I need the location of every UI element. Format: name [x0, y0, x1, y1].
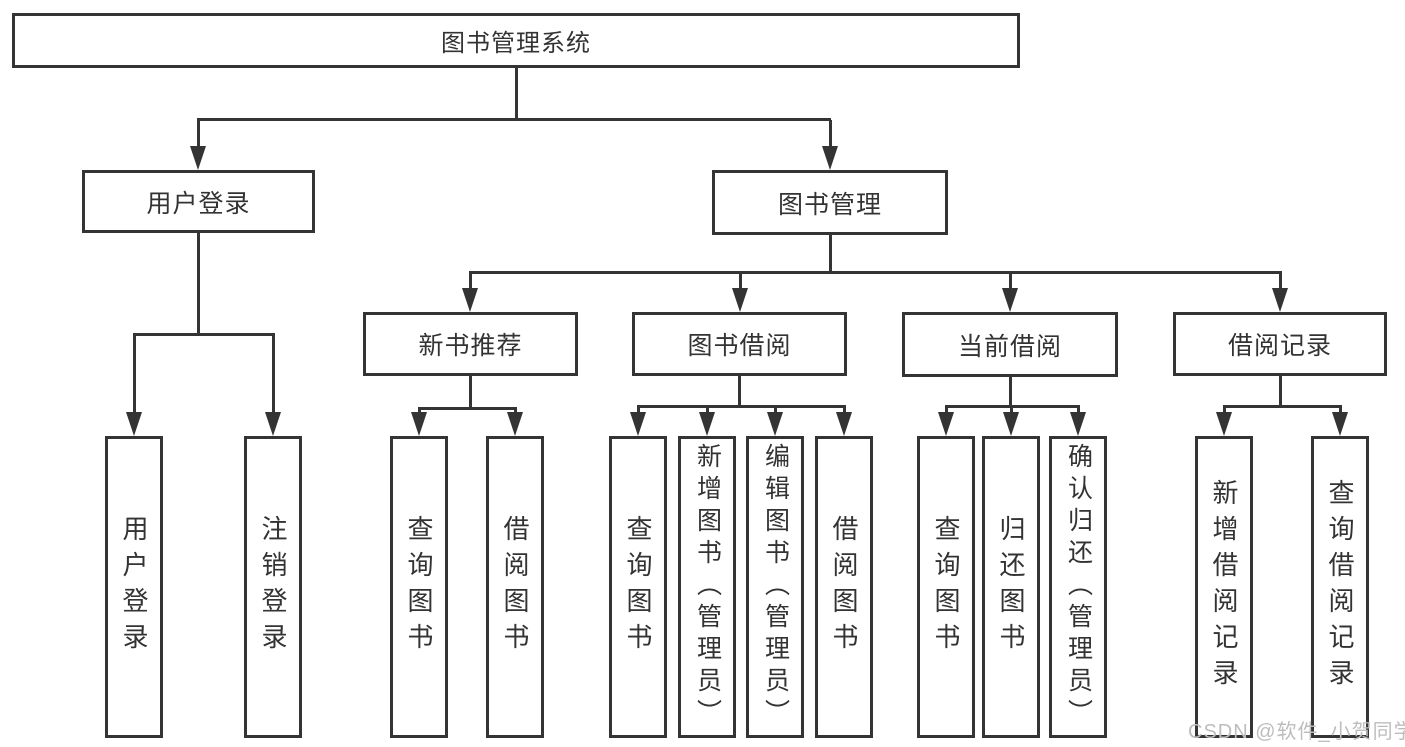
- connector-line: [1279, 376, 1282, 407]
- leaf-borrow-books-recommend: 借阅图书: [486, 436, 544, 738]
- arrowhead-down-icon: [190, 146, 206, 170]
- node-book-borrowing: 图书借阅: [632, 312, 847, 376]
- arrowhead-down-icon: [1003, 412, 1019, 436]
- arrowhead-down-icon: [938, 412, 954, 436]
- leaf-query-borrow-record: 查询借阅记录: [1311, 436, 1369, 738]
- connector-line: [197, 118, 831, 121]
- connector-line: [515, 68, 518, 120]
- arrowhead-down-icon: [732, 288, 748, 312]
- connector-line: [514, 409, 517, 414]
- connector-line: [272, 335, 275, 413]
- leaf-query-books-current: 查询图书: [917, 436, 975, 738]
- leaf-edit-books-admin: 编辑图书（管理员）: [746, 436, 804, 738]
- arrowhead-down-icon: [1070, 412, 1086, 436]
- arrowhead-down-icon: [1002, 288, 1018, 312]
- connector-line: [133, 333, 275, 336]
- node-borrowing-records: 借阅记录: [1173, 312, 1387, 376]
- arrowhead-down-icon: [265, 412, 281, 436]
- connector-line: [1279, 273, 1282, 290]
- connector-line: [469, 376, 472, 409]
- arrowhead-down-icon: [822, 146, 838, 170]
- node-user-login: 用户登录: [82, 170, 315, 233]
- arrowhead-down-icon: [767, 412, 783, 436]
- connector-line: [1339, 407, 1342, 414]
- connector-line: [1223, 407, 1226, 414]
- csdn-watermark: CSDN @软件_小贺同学: [1188, 721, 1405, 743]
- connector-line: [637, 407, 640, 414]
- connector-line: [739, 273, 742, 290]
- connector-line: [738, 376, 741, 407]
- arrowhead-down-icon: [836, 412, 852, 436]
- arrowhead-down-icon: [1332, 412, 1348, 436]
- connector-line: [469, 271, 1282, 274]
- arrowhead-down-icon: [1272, 288, 1288, 312]
- node-new-book-recommendation: 新书推荐: [363, 312, 578, 376]
- connector-line: [1009, 377, 1012, 407]
- connector-line: [418, 409, 421, 414]
- leaf-add-borrow-record: 新增借阅记录: [1195, 436, 1253, 738]
- connector-line: [843, 407, 846, 414]
- connector-line: [637, 405, 846, 408]
- connector-line: [418, 407, 517, 410]
- connector-line: [829, 120, 832, 148]
- arrowhead-down-icon: [630, 412, 646, 436]
- leaf-query-books-recommend: 查询图书: [390, 436, 448, 738]
- connector-line: [197, 120, 200, 148]
- leaf-confirm-return-admin: 确认归还（管理员）: [1049, 436, 1107, 738]
- leaf-user-login: 用户登录: [105, 436, 163, 738]
- arrowhead-down-icon: [699, 412, 715, 436]
- leaf-return-books: 归还图书: [982, 436, 1040, 738]
- leaf-add-books-admin: 新增图书（管理员）: [678, 436, 736, 738]
- connector-line: [133, 335, 136, 413]
- connector-line: [1223, 405, 1342, 408]
- connector-line: [945, 407, 948, 414]
- connector-line: [945, 405, 1080, 408]
- connector-line: [829, 235, 832, 273]
- arrowhead-down-icon: [1216, 412, 1232, 436]
- connector-line: [1009, 273, 1012, 290]
- leaf-query-books-borrowing: 查询图书: [609, 436, 667, 738]
- connector-line: [197, 233, 200, 335]
- node-book-management: 图书管理: [712, 170, 948, 235]
- node-library-management-system: 图书管理系统: [12, 13, 1020, 68]
- connector-line: [774, 407, 777, 414]
- node-current-borrowing: 当前借阅: [902, 312, 1118, 377]
- leaf-borrow-books: 借阅图书: [815, 436, 873, 738]
- leaf-logout: 注销登录: [244, 436, 302, 738]
- arrowhead-down-icon: [411, 412, 427, 436]
- arrowhead-down-icon: [507, 412, 523, 436]
- connector-line: [706, 407, 709, 414]
- connector-line: [1010, 407, 1013, 414]
- arrowhead-down-icon: [126, 412, 142, 436]
- arrowhead-down-icon: [462, 288, 478, 312]
- connector-line: [1077, 407, 1080, 414]
- connector-line: [469, 273, 472, 290]
